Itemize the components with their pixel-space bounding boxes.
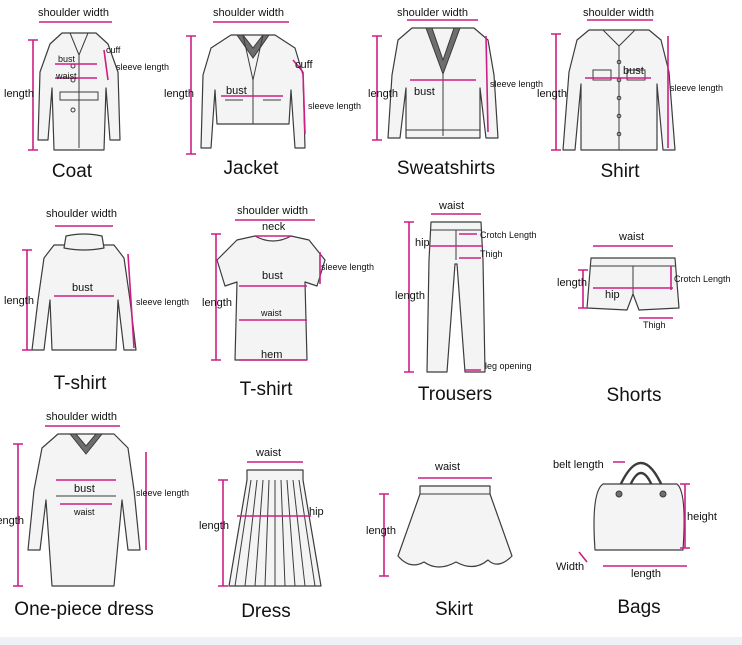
bust-label: bust [72,282,93,294]
footer-strip [0,637,742,645]
length-label: length [368,88,398,100]
bust-label: bust [226,85,247,97]
length-label: length [4,295,34,307]
waist-label: waist [261,308,282,318]
dress-illustration [218,461,322,587]
garment-title: Sweatshirts [396,158,496,179]
thigh-label: Thigh [643,320,666,330]
sleeve-length-label: sleeve length [136,488,190,498]
shoulder-width-label: shoulder width [583,7,654,19]
garment-title: Skirt [435,599,473,620]
shoulder-width-label: shoulder width [213,7,284,19]
garment-sweatshirts: shoulder width length bust sleeve length… [368,0,545,200]
garment-one-piece-dress: shoulder width bust waist sleeve length … [0,400,189,630]
length-label: length [557,277,587,289]
garment-title: Trousers [417,384,493,405]
thigh-label: Thigh [480,249,503,259]
sleeve-length-label: sleeve length [321,262,375,272]
length-label: length [395,290,425,302]
sleeve-length-label: sleeve length [116,62,170,72]
sweatshirts-illustration [372,19,499,141]
garment-title: Shirt [600,161,640,182]
neck-label: neck [262,221,286,233]
pleats [234,479,316,587]
sleeve-length-label: sleeve length [308,101,362,111]
leg-opening-label: leg opening [485,361,532,371]
sleeve-length-label: sleeve length [670,83,724,93]
bust-label: bust [74,483,95,495]
waist-label: waist [435,461,461,473]
jacket-illustration [186,21,306,155]
garment-skirt: waist length Skirt [366,400,545,630]
garment-tshirt-long: shoulder width length bust sleeve length… [0,200,189,400]
shoulder-width-label: shoulder width [46,411,117,423]
sleeve-length-label: sleeve length [490,79,544,89]
belt-length-label: belt length [553,459,604,471]
hip-label: hip [309,506,324,518]
shoulder-width-label: shoulder width [397,7,468,19]
cuff-label: cuff [106,45,121,55]
garment-shorts: waist length Crotch Length hip Thigh Sho… [545,200,742,407]
shorts-illustration [578,245,680,319]
shoulder-width-label: shoulder width [237,205,308,217]
crotch-length-label: Crotch Length [674,274,731,284]
garment-title: Bags [617,597,661,618]
bust-label: bust [262,270,283,282]
shoulder-width-label: shoulder width [46,208,117,220]
garment-title: Coat [51,161,93,182]
garment-title: One-piece dress [14,599,154,620]
garment-title: Jacket [223,158,279,179]
garment-dress: waist length hip Dress [185,400,370,630]
bust-label: bust [58,54,76,64]
one-piece-dress-illustration [13,425,147,587]
garment-jacket: shoulder width length bust cuff sleeve l… [164,0,370,200]
garment-trousers: waist hip Crotch Length Thigh length leg… [385,200,545,406]
sleeve-length-label: sleeve length [136,297,190,307]
garment-title: T-shirt [53,373,107,394]
length-label: length [199,520,229,532]
garment-shirt: shoulder width length bust sleeve length… [537,0,742,200]
tshirt-long-illustration [22,225,137,351]
waist-label: waist [74,507,95,517]
width-label: Width [556,561,585,573]
length-label: length [164,88,194,100]
garment-title: Dress [241,601,291,622]
height-label: height [687,511,717,523]
cuff-label: cuff [295,59,313,71]
garment-bags: belt length height Width length Bags [545,400,742,630]
waist-label: waist [439,200,465,212]
coat-illustration [28,21,121,151]
bust-label: bust [623,65,644,77]
garment-coat: shoulder width length bust waist cuff sl… [0,0,185,200]
trousers-illustration [404,213,486,373]
length-label: length [0,515,24,527]
hip-label: hip [605,289,620,301]
hem-label: hem [261,349,283,361]
shoulder-width-label: shoulder width [38,7,109,19]
length-label: length [366,525,396,537]
length-label: length [202,297,232,309]
crotch-length-label: Crotch Length [480,230,537,240]
garment-title: Shorts [606,385,662,406]
bust-label: bust [414,86,435,98]
waist-label: waist [619,231,645,243]
tshirt-short-illustration [211,219,326,361]
waist-label: waist [256,447,282,459]
garment-title: T-shirt [239,379,293,400]
length-label: length [631,568,661,580]
bags-illustration [578,461,690,567]
waist-label: waist [56,71,77,81]
garment-tshirt-short: shoulder width neck sleeve length length… [185,200,385,401]
shirt-illustration [551,19,676,151]
length-label: length [537,88,567,100]
hip-label: hip [415,237,430,249]
skirt-illustration [379,477,513,577]
length-label: length [4,88,34,100]
